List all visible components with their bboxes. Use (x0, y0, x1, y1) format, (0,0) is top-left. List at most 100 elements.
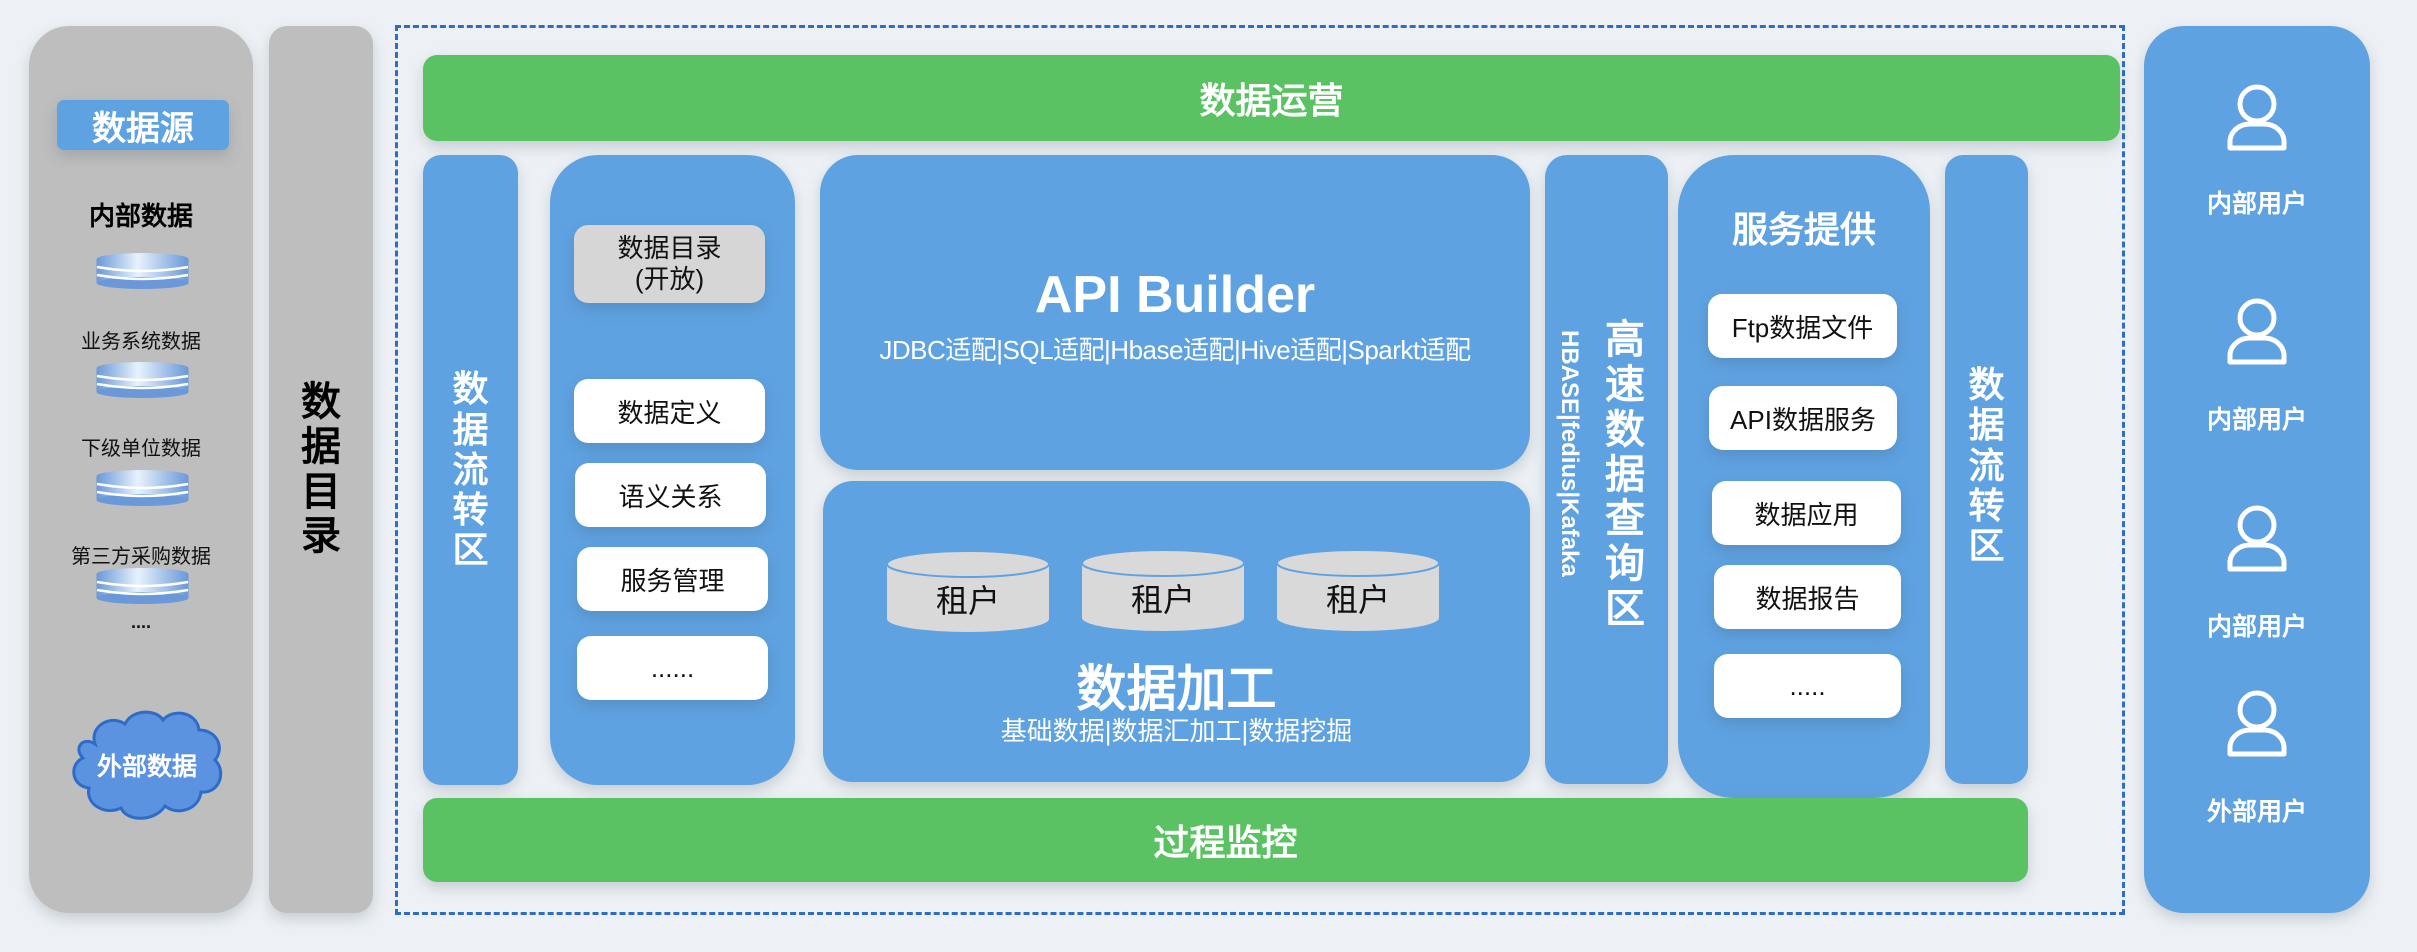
catalog-card-line2: (开放) (634, 264, 705, 294)
internal-data-item: 业务系统数据 (29, 253, 253, 353)
query-title-char: 速 (1605, 363, 1645, 407)
internal-data-label: 下级单位数据 (81, 438, 201, 460)
catalog-card-line1: 数据目录 (617, 232, 722, 263)
internal-data-heading: 内部数据 (88, 201, 193, 231)
data-operations-label: 数据运营 (1199, 80, 1344, 121)
tenant-label: 租户 (1325, 582, 1390, 618)
catalog-item-label: 语义关系 (618, 481, 723, 512)
user-icon (2227, 84, 2287, 151)
flow-char: 流 (452, 448, 489, 490)
database-icon (96, 362, 189, 398)
data-source-title: 数据源 (57, 100, 229, 150)
service-item-label: Ftp数据文件 (1731, 312, 1874, 343)
service-item-data-report[interactable]: 数据报告 (1714, 565, 1901, 629)
query-title-char: 询 (1605, 542, 1645, 587)
catalog-char: 数 (301, 379, 341, 424)
user-label: 内部用户 (2206, 406, 2307, 434)
data-operations-bar: 数据运营 (423, 55, 2120, 141)
service-item-label: 数据应用 (1754, 499, 1859, 530)
user-entry: 内部用户 (2144, 505, 2370, 665)
tenant-cylinder-icon (1276, 549, 1440, 631)
data-processing-subtitle: 基础数据|数据汇加工|数据挖掘 (1000, 716, 1353, 746)
api-builder-title: API Builder (1034, 266, 1316, 324)
service-panel: 服务提供 Ftp数据文件 API数据服务 数据应用 数据报告 ..... (1678, 155, 1930, 798)
database-icon (96, 568, 189, 604)
flow-char: 数 (1968, 364, 2005, 405)
query-title-char: 高 (1605, 318, 1645, 363)
users-panel: 内部用户 内部用户 内部用户 外部用户 (2144, 26, 2370, 913)
data-catalog-column: 数 据 目 录 (269, 26, 373, 913)
flow-char: 数 (452, 368, 489, 410)
internal-data-item: 第三方采购数据 (29, 470, 253, 568)
flow-char: 转 (452, 489, 489, 531)
user-label: 外部用户 (2206, 798, 2307, 826)
data-catalog-open-card[interactable]: 数据目录 (开放) (574, 225, 765, 303)
data-flow-zone-right: 数 据 流 转 区 (1945, 155, 2028, 784)
service-item-ftp[interactable]: Ftp数据文件 (1708, 294, 1897, 358)
internal-data-label: .... (130, 612, 151, 632)
query-title-char: 据 (1605, 452, 1645, 497)
user-label: 内部用户 (2206, 190, 2307, 218)
tenant-label: 租户 (935, 583, 1000, 619)
tenant-label: 租户 (1130, 582, 1195, 618)
platform-boundary (395, 25, 2125, 915)
internal-data-item: .... (29, 568, 253, 658)
api-builder-subtitle: JDBC适配|SQL适配|Hbase适配|Hive适配|Sparkt适配 (879, 335, 1471, 365)
tenant-cylinder-icon (886, 550, 1050, 632)
catalog-item-label: 服务管理 (620, 565, 725, 596)
flow-char: 据 (452, 408, 489, 450)
internal-data-label: 第三方采购数据 (71, 546, 211, 568)
flow-char: 区 (1968, 525, 2005, 567)
catalog-item-service-management[interactable]: 服务管理 (577, 547, 768, 611)
query-title-char: 查 (1605, 497, 1645, 542)
internal-data-item: 下级单位数据 (29, 362, 253, 460)
service-item-data-app[interactable]: 数据应用 (1712, 481, 1901, 545)
catalog-item-label: ...... (650, 652, 695, 683)
external-data-label: 外部数据 (96, 753, 197, 781)
service-item-label: API数据服务 (1730, 404, 1876, 435)
api-builder-panel: API Builder JDBC适配|SQL适配|Hbase适配|Hive适配|… (820, 155, 1530, 470)
user-icon (2227, 505, 2287, 572)
catalog-panel: 数据目录 (开放) 数据定义 语义关系 服务管理 ...... (550, 155, 795, 785)
high-speed-query-zone: HBASE|fedius|Kafaka 高 速 数 据 查 询 区 (1545, 155, 1668, 784)
tenant: 租户 (886, 549, 1050, 633)
flow-char: 转 (1968, 484, 2005, 526)
service-item-api[interactable]: API数据服务 (1709, 386, 1897, 450)
process-monitoring-label: 过程监控 (1153, 822, 1298, 863)
data-source-panel: 数据源 内部数据 业务系统数据 下级单位数据 (29, 26, 253, 913)
user-entry: 外部用户 (2144, 690, 2370, 850)
database-icon (96, 470, 189, 506)
cloud-icon (72, 710, 223, 820)
tenant: 租户 (1081, 548, 1245, 632)
catalog-item-label: 数据定义 (617, 397, 722, 428)
query-title-char: 区 (1605, 586, 1645, 631)
user-icon (2227, 298, 2287, 365)
user-label: 内部用户 (2206, 613, 2307, 641)
flow-char: 据 (1968, 404, 2005, 446)
tenant-cylinder-icon (1081, 549, 1245, 631)
database-icon (96, 253, 189, 289)
data-source-title-text: 数据源 (92, 109, 194, 148)
catalog-item-data-definition[interactable]: 数据定义 (574, 379, 765, 443)
user-entry: 内部用户 (2144, 84, 2370, 244)
process-monitoring-bar: 过程监控 (423, 798, 2028, 882)
query-zone-subtitle-text: HBASE|fedius|Kafaka (1556, 330, 1583, 577)
query-title-char: 数 (1605, 407, 1645, 452)
catalog-char: 目 (301, 469, 341, 514)
data-processing-title: 数据加工 (1076, 661, 1277, 717)
catalog-char: 据 (301, 424, 341, 469)
external-data-cloud: 外部数据 (67, 704, 227, 826)
data-processing-panel: 租户 租户 租户 数据加工 基础数据|数据汇加工|数据挖掘 (823, 481, 1530, 782)
data-flow-zone-left: 数 据 流 转 区 (423, 155, 518, 785)
catalog-char: 录 (301, 514, 341, 559)
catalog-item-semantic-relation[interactable]: 语义关系 (575, 463, 766, 527)
service-item-label: ..... (1789, 670, 1826, 701)
service-item-more[interactable]: ..... (1714, 654, 1901, 718)
flow-char: 区 (452, 529, 489, 571)
catalog-item-more[interactable]: ...... (577, 636, 768, 700)
internal-data-label: 业务系统数据 (81, 331, 201, 353)
user-icon (2227, 690, 2287, 757)
user-entry: 内部用户 (2144, 298, 2370, 458)
flow-char: 流 (1968, 444, 2005, 486)
service-item-label: 数据报告 (1755, 583, 1860, 614)
